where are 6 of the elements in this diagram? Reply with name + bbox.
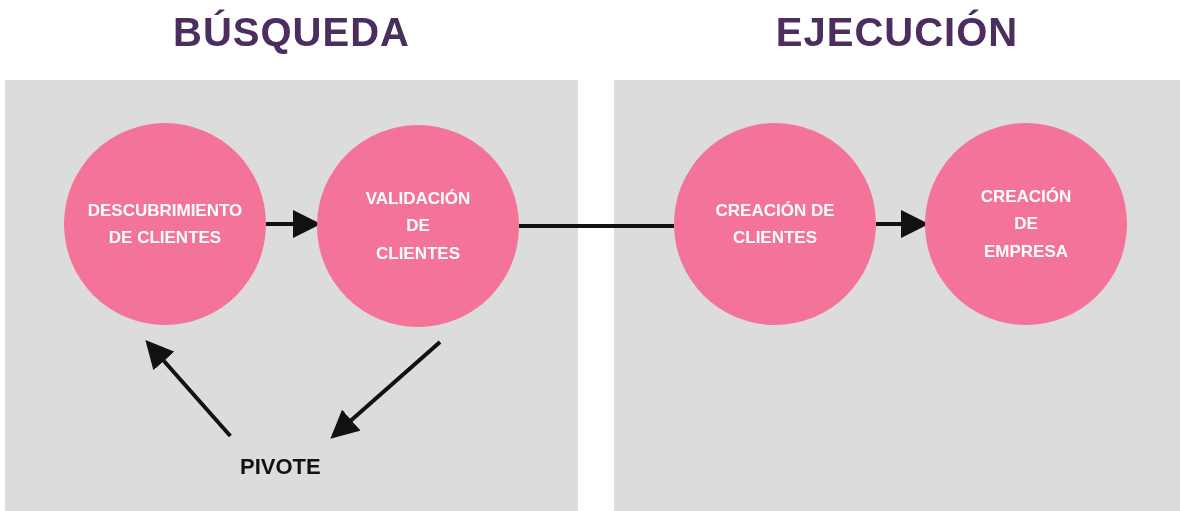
connector-line bbox=[519, 224, 674, 228]
arrow bbox=[330, 340, 442, 439]
step-label: PIVOTE bbox=[240, 454, 321, 480]
section-heading: EJECUCIÓN bbox=[774, 10, 1020, 55]
section-heading: BÚSQUEDA bbox=[172, 10, 411, 55]
arrow bbox=[145, 340, 232, 438]
